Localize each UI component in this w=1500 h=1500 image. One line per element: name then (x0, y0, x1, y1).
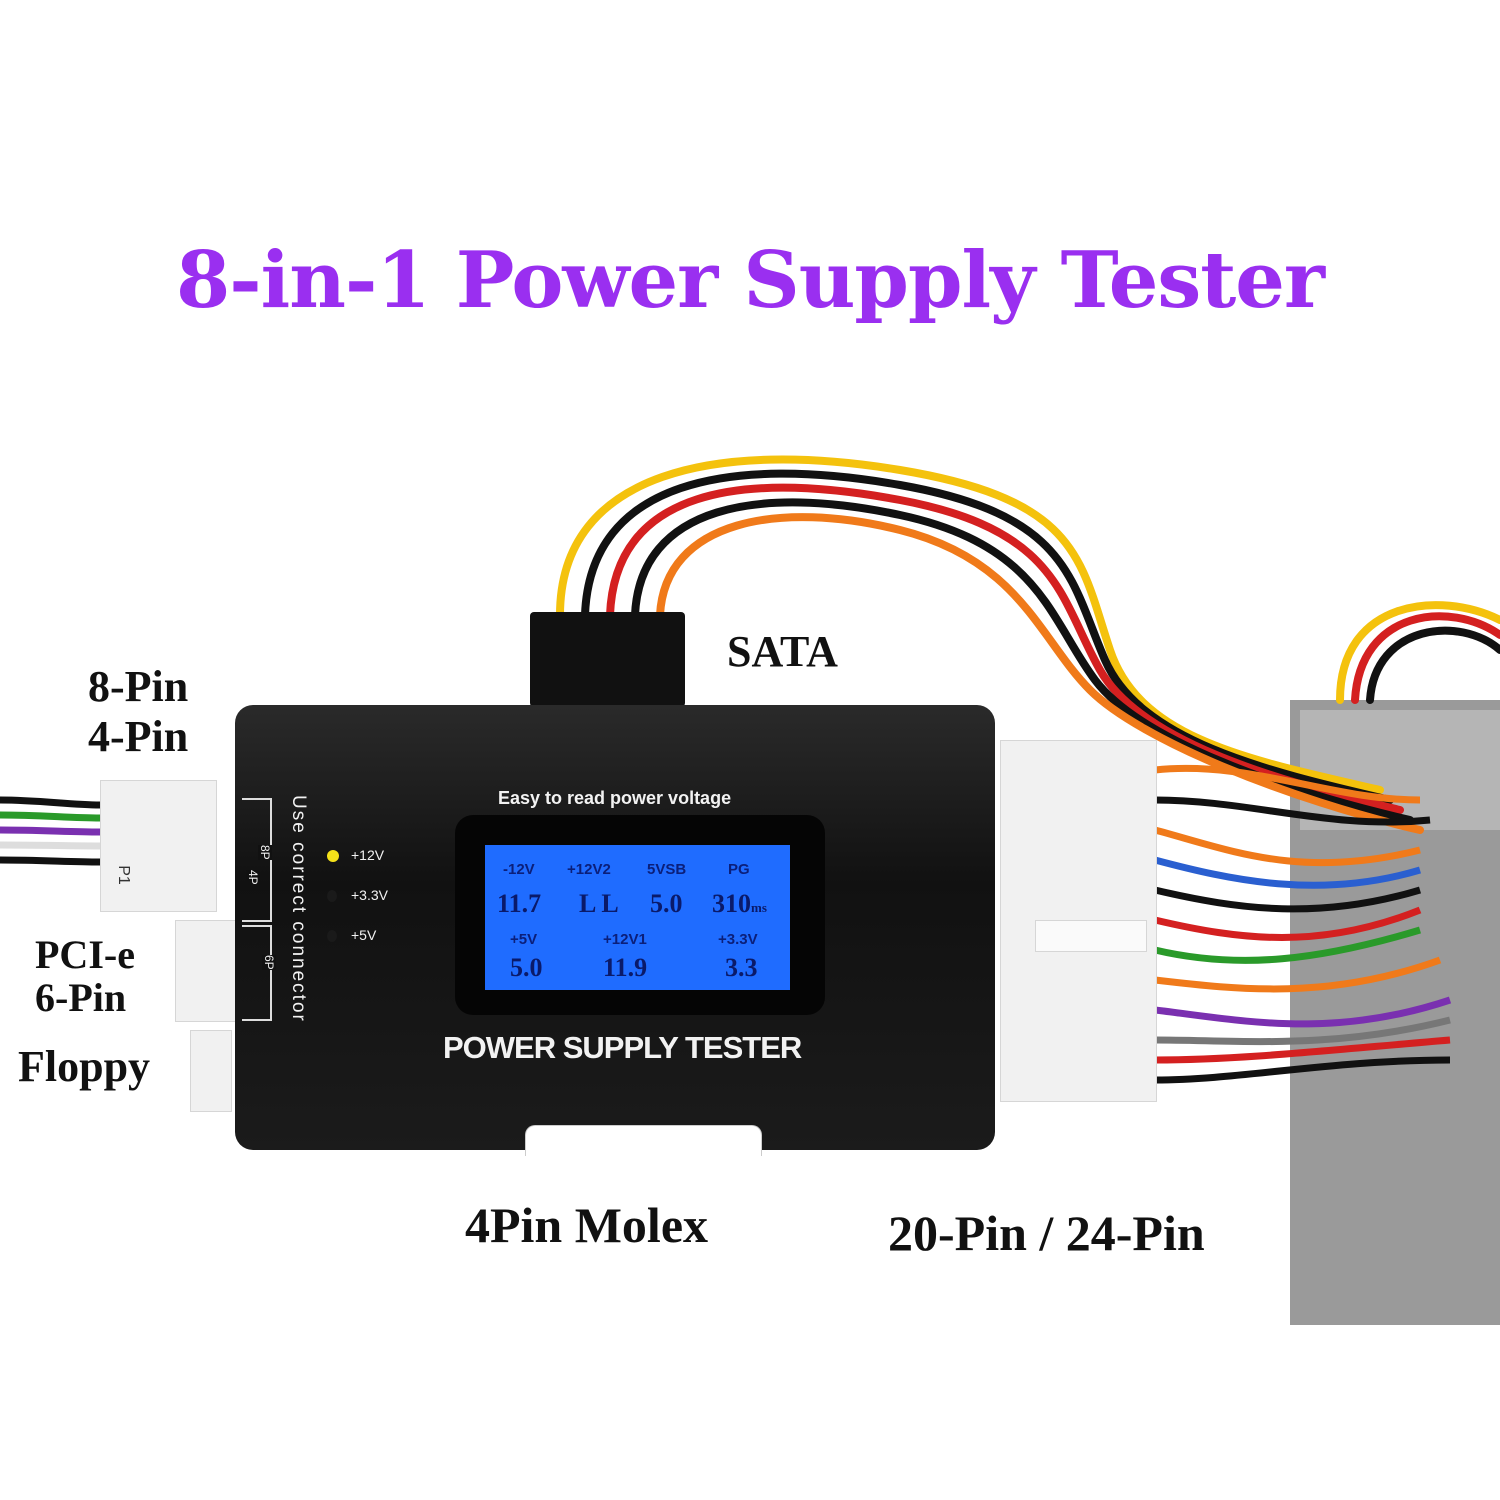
molex-port (525, 1125, 762, 1156)
pcie-6pin-port (175, 920, 237, 1022)
sata-connector (530, 612, 685, 707)
page-title: 8-in-1 Power Supply Tester (176, 235, 1325, 326)
bracket-label: 6P (262, 955, 276, 970)
top-caption: Easy to read power voltage (498, 788, 732, 808)
label-6pin: 6-Pin (35, 975, 127, 1020)
lcd-value: 5.0 (650, 889, 683, 918)
cpu-8pin-connector: P1 (100, 780, 217, 912)
lcd-label: PG (728, 861, 750, 878)
lcd-value: 11.9 (603, 953, 648, 982)
atx-latch (1035, 920, 1147, 952)
lcd-label: -12V (503, 861, 535, 878)
lcd-value: 5.0 (510, 953, 543, 982)
bracket-8p (242, 798, 272, 922)
lcd-label: +5V (510, 931, 538, 948)
lcd-label: 5VSB (647, 861, 687, 878)
led-label: +3.3V (351, 887, 388, 903)
floppy-port (190, 1030, 232, 1112)
label-sata: SATA (727, 627, 838, 676)
label-floppy: Floppy (18, 1042, 151, 1091)
bracket-6p (242, 925, 272, 1021)
label-atx: 20-Pin / 24-Pin (888, 1205, 1205, 1261)
lcd-unit: ms (751, 900, 767, 915)
bracket-label: 4P (246, 870, 260, 885)
connector-mark: P1 (114, 865, 132, 885)
led-label: +5V (351, 927, 377, 943)
lcd-value: 11.7 (497, 889, 542, 918)
label-pcie: PCI-e (35, 932, 135, 977)
bottom-caption: POWER SUPPLY TESTER (443, 1030, 802, 1065)
led-indicator-on (327, 850, 339, 862)
lcd-value: L L (579, 889, 619, 918)
led-indicator-off (327, 930, 337, 942)
led-indicator-off (327, 890, 337, 902)
lcd-value: 310ms (712, 889, 767, 918)
label-4pin: 4-Pin (88, 712, 189, 761)
side-caption: Use correct connector (288, 795, 309, 1023)
label-8pin: 8-Pin (88, 662, 189, 711)
lcd-label: +3.3V (718, 931, 758, 948)
lcd-label: +12V2 (567, 861, 611, 878)
lcd-value: 3.3 (725, 953, 758, 982)
label-molex: 4Pin Molex (465, 1197, 709, 1253)
lcd-label: +12V1 (603, 931, 647, 948)
led-label: +12V (351, 847, 385, 863)
bracket-label: 8P (258, 845, 272, 860)
lcd-screen: -12V +12V2 5VSB PG 11.7 L L 5.0 310ms +5… (485, 845, 790, 990)
